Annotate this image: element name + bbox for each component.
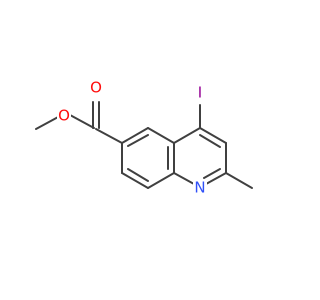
bond-inner-c7-c8 [127, 168, 149, 182]
bond-c8-c7 [121, 172, 149, 189]
iodine-label: I [198, 84, 202, 102]
oxygen-carbonyl-label: O [90, 79, 102, 97]
bond-c4a-c4 [173, 127, 201, 144]
bond-c5-c4a [147, 127, 175, 144]
bond-inner-c4-c3 [199, 134, 221, 148]
nitrogen-label: N [194, 179, 205, 197]
bonds [35, 101, 253, 189]
structure-canvas: O O I N [35, 78, 253, 197]
bond-inner-c2-n1 [203, 168, 221, 179]
atom-labels: O O I N [57, 79, 207, 197]
bond-c4-c3 [199, 127, 227, 144]
bond-methoxy-c-o [35, 115, 61, 130]
bond-c6-c5 [121, 127, 149, 144]
oxygen-ester-label: O [58, 107, 70, 125]
bond-c2-n1 [205, 172, 227, 185]
bond-n1-c8a [173, 172, 195, 185]
bond-carbonyl-ring [95, 128, 123, 144]
bond-c8a-c8 [147, 172, 175, 189]
bond-o-carbonyl [69, 114, 95, 129]
bond-c2-methyl [225, 172, 253, 189]
bond-inner-c5-c6 [127, 134, 149, 147]
molecule-diagram: O O I N [35, 79, 253, 197]
